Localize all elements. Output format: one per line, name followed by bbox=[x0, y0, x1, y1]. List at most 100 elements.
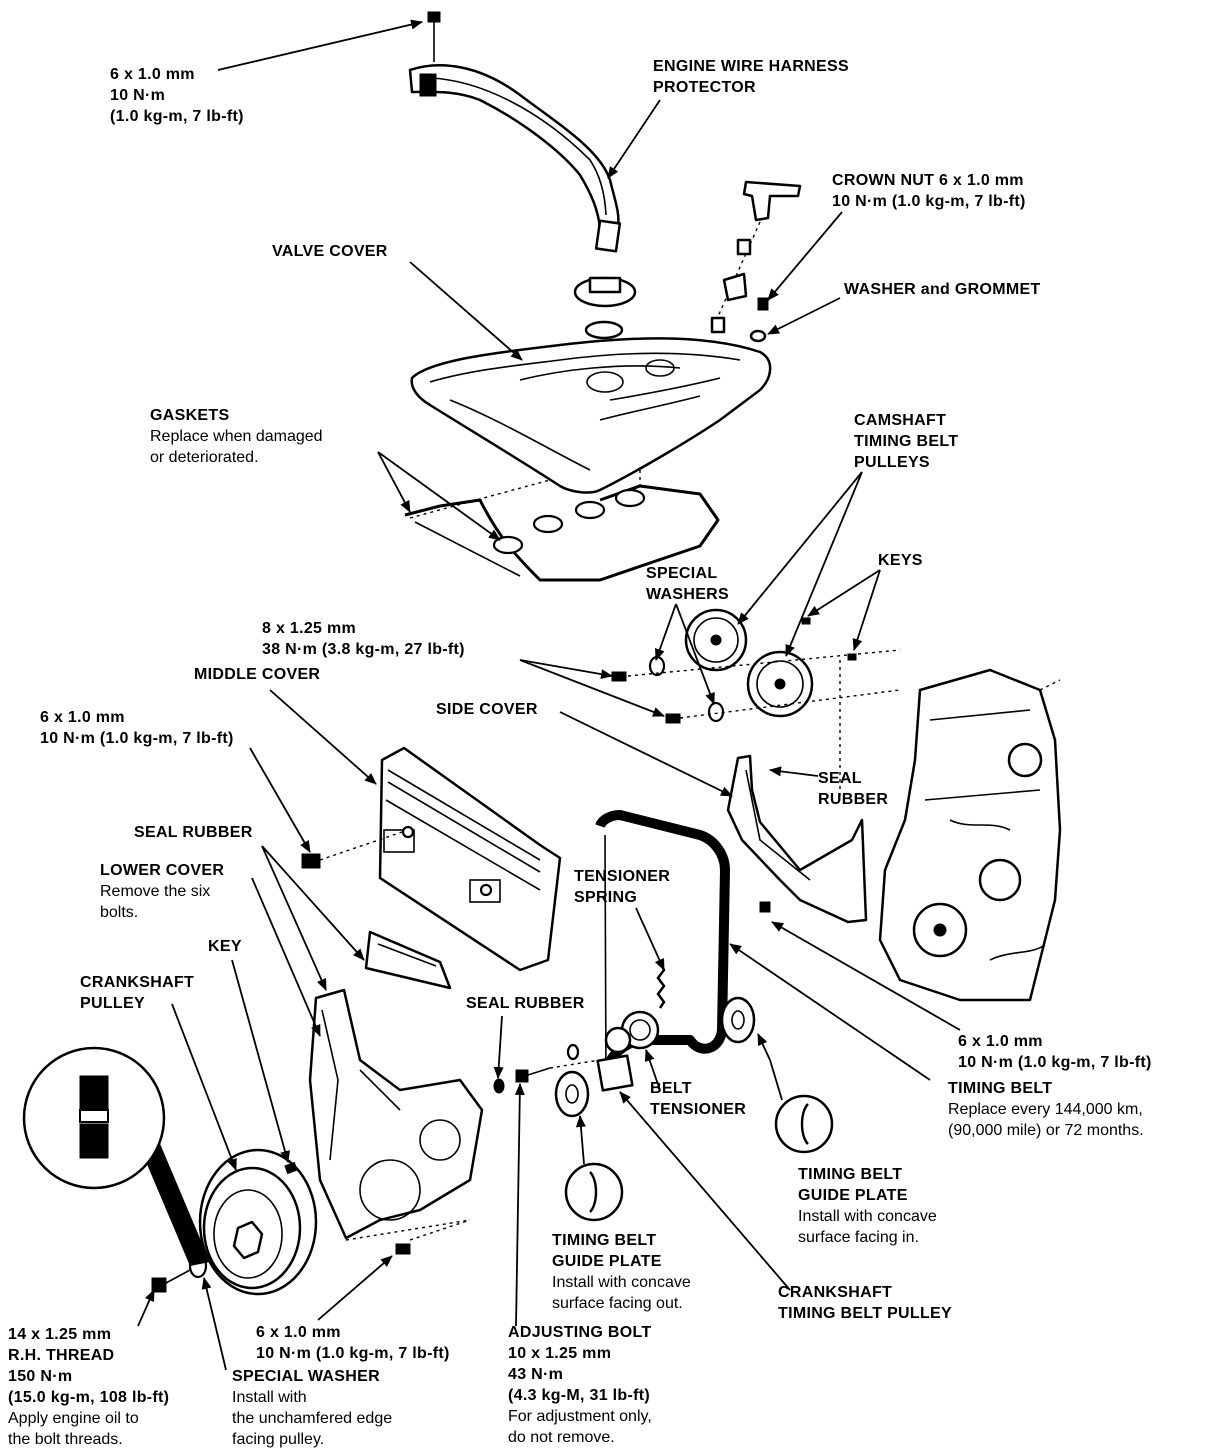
valve-cover-part bbox=[410, 337, 772, 500]
belt-tensioner-label: BELT TENSIONER bbox=[650, 1078, 746, 1120]
side-cover-label: SIDE COVER bbox=[436, 701, 538, 718]
harness-protector-part bbox=[408, 11, 622, 253]
seal-rubber-right-label: SEAL RUBBER bbox=[818, 768, 888, 810]
bolt-size: 6 x 1.0 mm bbox=[958, 1033, 1043, 1050]
left-bolt-label: 6 x 1.0 mm 10 N·m (1.0 kg-m, 7 lb-ft) bbox=[40, 707, 234, 749]
label-line: 14 x 1.25 mm bbox=[8, 1326, 112, 1343]
label-line: CAMSHAFT bbox=[854, 412, 947, 429]
valve-cover-label: VALVE COVER bbox=[272, 243, 388, 260]
bolt-torque: 10 N·m (1.0 kg-m, 7 lb-ft) bbox=[256, 1345, 450, 1362]
label-line: (15.0 kg-m, 108 lb-ft) bbox=[8, 1389, 170, 1406]
lower-cover-label: LOWER COVER Remove the six bolts. bbox=[100, 860, 224, 923]
oil-filler-cap bbox=[573, 276, 637, 340]
crank-tb-pulley-part bbox=[566, 1026, 632, 1061]
gaskets-note: Replace when damaged bbox=[150, 428, 323, 445]
label-line: SPRING bbox=[574, 889, 638, 906]
cam-bolt-label: 8 x 1.25 mm 38 N·m (3.8 kg-m, 27 lb-ft) bbox=[262, 618, 465, 660]
label-line: CRANKSHAFT bbox=[778, 1284, 893, 1301]
leader-lines bbox=[137, 19, 961, 1371]
guide-plate-note: Install with concave bbox=[552, 1274, 691, 1291]
bottom-bolt-label: 6 x 1.0 mm 10 N·m (1.0 kg-m, 7 lb-ft) bbox=[256, 1322, 450, 1364]
bolt-size: 6 x 1.0 mm bbox=[40, 709, 125, 726]
timing-belt-title: TIMING BELT bbox=[948, 1080, 1053, 1097]
adjusting-bolt-part bbox=[515, 1059, 601, 1083]
crankshaft-pulley-part bbox=[198, 1148, 318, 1296]
right-bolt-label: 6 x 1.0 mm 10 N·m (1.0 kg-m, 7 lb-ft) bbox=[958, 1031, 1152, 1073]
middle-cover-label: MIDDLE COVER bbox=[194, 666, 321, 683]
label-line: 43 N·m bbox=[508, 1366, 564, 1383]
gasket-part bbox=[404, 479, 720, 582]
label-line: PROTECTOR bbox=[653, 79, 756, 96]
label-line: R.H. THREAD bbox=[8, 1347, 115, 1364]
special-washer-label: SPECIAL WASHER Install with the unchamfe… bbox=[232, 1366, 392, 1450]
guide-plate-note: surface facing in. bbox=[798, 1229, 919, 1246]
bolt-torque: 10 N·m (1.0 kg-m, 7 lb-ft) bbox=[40, 730, 234, 747]
label-line: WASHERS bbox=[646, 586, 729, 603]
bolt-torque: 10 N·m bbox=[110, 87, 166, 104]
label-line: GUIDE PLATE bbox=[552, 1253, 662, 1270]
guide-plate-note: Install with concave bbox=[798, 1208, 937, 1225]
crank-bolt-part bbox=[151, 1269, 191, 1293]
bolt-torque: 38 N·m (3.8 kg-m, 27 lb-ft) bbox=[262, 641, 465, 658]
special-washer-note: Install with bbox=[232, 1389, 307, 1406]
label-line: TIMING BELT bbox=[798, 1166, 903, 1183]
seal-rubber-part bbox=[364, 930, 452, 990]
adjusting-bolt-label: ADJUSTING BOLT 10 x 1.25 mm 43 N·m (4.3 … bbox=[508, 1322, 652, 1448]
label-line: SEAL bbox=[818, 770, 862, 787]
bolt-size: 6 x 1.0 mm bbox=[110, 66, 195, 83]
guide-plate-right-part bbox=[720, 996, 756, 1044]
label-line: 10 x 1.25 mm bbox=[508, 1345, 612, 1362]
crank-tb-pulley-label: CRANKSHAFT TIMING BELT PULLEY bbox=[778, 1282, 952, 1324]
special-washer-title: SPECIAL WASHER bbox=[232, 1368, 380, 1385]
label-line: PULLEY bbox=[80, 995, 145, 1012]
tensioner-spring-label: TENSIONER SPRING bbox=[574, 866, 670, 908]
lower-cover-note: bolts. bbox=[100, 904, 139, 921]
label-line: PULLEYS bbox=[854, 454, 930, 471]
crown-nut-stack bbox=[710, 180, 802, 343]
label-line: CRANKSHAFT bbox=[80, 974, 195, 991]
guide-plate-section-right bbox=[774, 1094, 834, 1154]
guide-plate-left-part bbox=[554, 1070, 590, 1118]
timing-belt-note: Replace every 144,000 km, bbox=[948, 1101, 1143, 1118]
label-line: TIMING BELT PULLEY bbox=[778, 1305, 952, 1322]
key-label: KEY bbox=[208, 938, 242, 955]
bolt-torque-alt: (1.0 kg-m, 7 lb-ft) bbox=[110, 108, 244, 125]
label-line: TENSIONER bbox=[650, 1101, 747, 1118]
lower-cover-part bbox=[308, 988, 484, 1255]
guide-plate-left-label: TIMING BELT GUIDE PLATE Install with con… bbox=[552, 1230, 691, 1314]
seal-rubber-left-label: SEAL RUBBER bbox=[134, 824, 253, 841]
label-line: For adjustment only, bbox=[508, 1408, 652, 1425]
label-line: TIMING BELT bbox=[854, 433, 959, 450]
washer-grommet-label: WASHER and GROMMET bbox=[844, 281, 1041, 298]
label-line: TIMING BELT bbox=[552, 1232, 657, 1249]
side-cover-part bbox=[726, 754, 868, 924]
bolt-torque: 10 N·m (1.0 kg-m, 7 lb-ft) bbox=[958, 1054, 1152, 1071]
label-line: RUBBER bbox=[818, 791, 889, 808]
label-line: Apply engine oil to bbox=[8, 1410, 139, 1427]
label-line: TENSIONER bbox=[574, 868, 671, 885]
camshaft-pulleys bbox=[611, 608, 901, 800]
seal-rubber-mid-label: SEAL RUBBER bbox=[466, 995, 585, 1012]
label-line: the bolt threads. bbox=[8, 1431, 123, 1448]
gaskets-note: or deteriorated. bbox=[150, 449, 259, 466]
gaskets-title: GASKETS bbox=[150, 407, 230, 424]
crank-bolt-label: 14 x 1.25 mm R.H. THREAD 150 N·m (15.0 k… bbox=[8, 1324, 169, 1450]
label-line: SPECIAL bbox=[646, 565, 718, 582]
timing-belt-label: TIMING BELT Replace every 144,000 km, (9… bbox=[948, 1078, 1144, 1141]
timing-belt-note: (90,000 mile) or 72 months. bbox=[948, 1122, 1144, 1139]
label-line: 10 N·m (1.0 kg-m, 7 lb-ft) bbox=[832, 193, 1026, 210]
special-washer-note: facing pulley. bbox=[232, 1431, 325, 1448]
label-line: do not remove. bbox=[508, 1429, 615, 1446]
lower-cover-note: Remove the six bbox=[100, 883, 211, 900]
special-washer-note: the unchamfered edge bbox=[232, 1410, 393, 1427]
special-washers-label: SPECIAL WASHERS bbox=[646, 563, 729, 605]
seal-rubber-small-part bbox=[493, 1078, 505, 1094]
camshaft-pulleys-label: CAMSHAFT TIMING BELT PULLEYS bbox=[854, 410, 958, 473]
label-line: CROWN NUT 6 x 1.0 mm bbox=[832, 172, 1024, 189]
gaskets-label: GASKETS Replace when damaged or deterior… bbox=[150, 405, 323, 468]
label-line: BELT bbox=[650, 1080, 692, 1097]
bolt-size: 8 x 1.25 mm bbox=[262, 620, 357, 637]
guide-plate-right-label: TIMING BELT GUIDE PLATE Install with con… bbox=[798, 1164, 937, 1248]
harness-protector-label: ENGINE WIRE HARNESS PROTECTOR bbox=[653, 56, 849, 98]
